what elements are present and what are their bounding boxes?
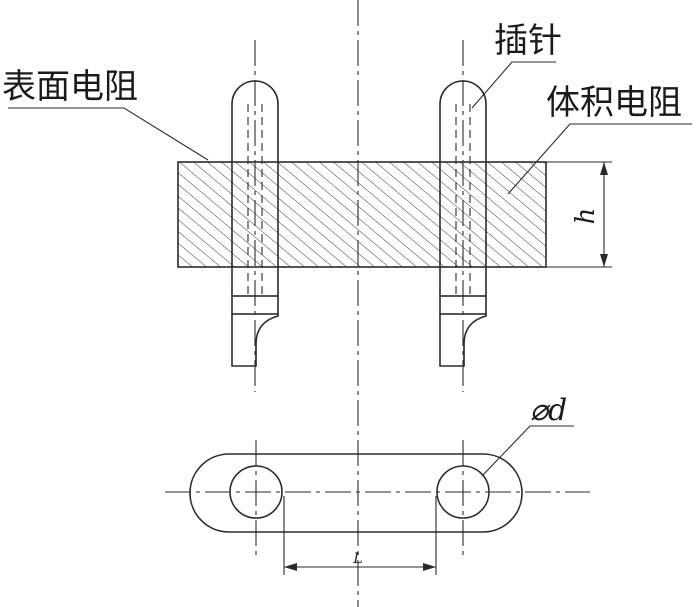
- volume-resistance-leader: [507, 123, 692, 195]
- right-pin: [439, 40, 487, 392]
- surface-resistance-leader: [8, 107, 209, 161]
- plate-outline: [189, 453, 523, 533]
- volume-resistance-label: 体积电阻: [546, 83, 682, 123]
- spacing-dimension: [283, 496, 437, 575]
- pin-label: 插针: [494, 21, 562, 61]
- pin-leader: [471, 61, 556, 109]
- diameter-label: ⌀d: [530, 393, 567, 428]
- diameter-leader: [481, 425, 574, 477]
- left-pin: [231, 40, 279, 392]
- surface-resistance-label: 表面电阻: [2, 67, 138, 107]
- thickness-label: h: [571, 208, 601, 225]
- spacing-label: L: [352, 551, 362, 567]
- specimen-block: [177, 161, 547, 268]
- thickness-dimension: [546, 161, 612, 268]
